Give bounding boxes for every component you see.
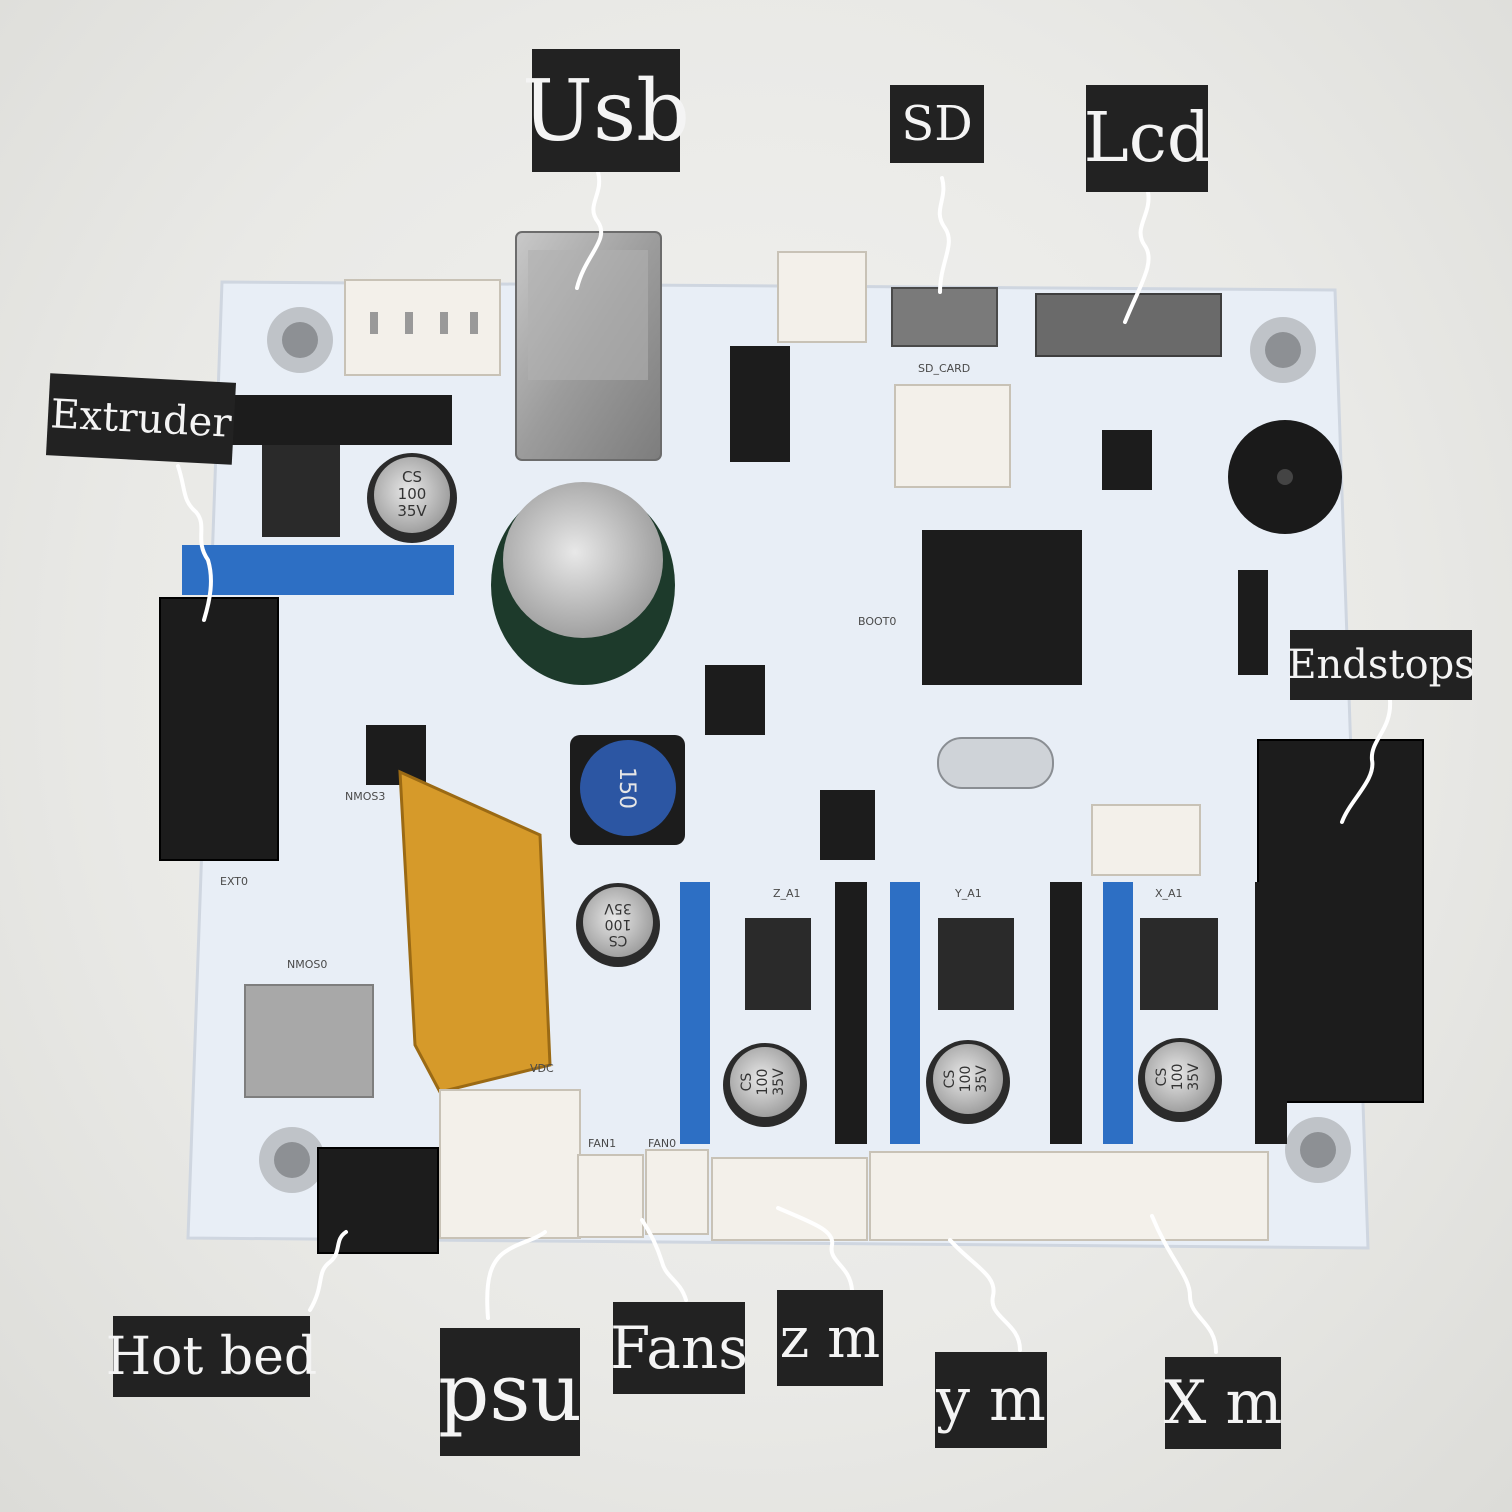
capacitor-c13 xyxy=(576,883,660,967)
usb-b-port xyxy=(515,231,662,461)
extruder-connector xyxy=(159,597,279,861)
inductor-marking: 150 xyxy=(614,767,639,809)
cap-marking-x: CS 100 35V xyxy=(1154,1063,1202,1091)
nmos3-mosfet xyxy=(366,725,426,785)
extruder-label: Extruder xyxy=(45,373,237,465)
svg-text:35V: 35V xyxy=(397,502,427,520)
cap-marking-z: CS 100 35V xyxy=(739,1068,787,1096)
silk-z-a1: Z_A1 xyxy=(773,887,801,900)
mcu-chip xyxy=(922,530,1082,685)
psu-connector xyxy=(439,1089,581,1239)
blue-header-e xyxy=(182,545,454,595)
silk-nmos3: NMOS3 xyxy=(345,790,385,803)
cap-marking-y: CS 100 35V xyxy=(942,1065,990,1093)
lcd-ribbon-connector xyxy=(1035,293,1222,357)
silk-boot0: BOOT0 xyxy=(858,615,896,628)
hot-bed-connector xyxy=(317,1147,439,1254)
silk-x-a1: X_A1 xyxy=(1155,887,1183,900)
xy-motor-connector xyxy=(869,1151,1269,1241)
h5-connector xyxy=(1091,804,1201,876)
ic1-chip xyxy=(705,665,765,735)
z-motor-label: z m xyxy=(777,1290,883,1386)
small-capacitor-e xyxy=(367,453,457,543)
svg-text:35V: 35V xyxy=(771,1068,787,1096)
top-2pin-connector xyxy=(777,251,867,343)
extruder-black-header xyxy=(232,395,452,445)
z-driver-socket xyxy=(680,882,867,1144)
svg-text:CS: CS xyxy=(942,1070,958,1089)
fans-label: Fans xyxy=(610,1302,748,1394)
y-driver-socket xyxy=(890,882,1082,1144)
silk-y-a1: Y_A1 xyxy=(954,887,982,900)
endstops-label: Endstops xyxy=(1287,630,1475,700)
svg-text:CS: CS xyxy=(402,468,422,486)
svg-text:CS: CS xyxy=(609,932,628,948)
silk-ext0: EXT0 xyxy=(220,875,248,888)
x-driver-socket xyxy=(1103,882,1287,1144)
svg-text:35V: 35V xyxy=(604,900,632,916)
silk-fan1: FAN1 xyxy=(588,1137,616,1150)
mid-3pin-connector xyxy=(894,384,1011,488)
top-4pin-connector xyxy=(344,279,501,376)
ic6-chip xyxy=(730,346,790,462)
y-motor-label: y m xyxy=(935,1352,1047,1448)
fan0-connector xyxy=(645,1149,709,1235)
ic4-chip xyxy=(1102,430,1152,490)
x-motor-label: X m xyxy=(1164,1357,1282,1449)
svg-text:100: 100 xyxy=(755,1069,771,1096)
mounting-hole-bl xyxy=(259,1127,325,1193)
silk-vdc: VDC xyxy=(530,1062,554,1075)
fuse-amber xyxy=(398,769,552,1094)
mounting-hole-tr xyxy=(1250,317,1316,383)
ic2-regulator xyxy=(820,790,875,860)
svg-text:100: 100 xyxy=(605,916,632,932)
svg-text:35V: 35V xyxy=(974,1065,990,1093)
psu-label: psu xyxy=(438,1328,582,1456)
silk-fan0: FAN0 xyxy=(648,1137,676,1150)
jumper-block-e xyxy=(262,445,340,537)
main-capacitor xyxy=(491,482,675,685)
nmos0-pad xyxy=(244,984,374,1098)
svg-text:CS: CS xyxy=(1154,1068,1170,1087)
fan1-connector xyxy=(577,1154,644,1238)
svg-text:100: 100 xyxy=(958,1066,974,1093)
usb-label: Usb xyxy=(522,49,690,172)
z-motor-connector xyxy=(711,1157,868,1241)
endstop-header-small xyxy=(1238,570,1268,675)
cap-marking-e: CS 100 35V xyxy=(397,468,427,520)
mounting-hole-br xyxy=(1285,1117,1351,1183)
svg-text:100: 100 xyxy=(1170,1064,1186,1091)
annotation-arrows xyxy=(176,170,1393,1354)
lcd-label: Lcd xyxy=(1084,85,1210,192)
hot-bed-label: Hot bed xyxy=(106,1316,317,1397)
svg-text:35V: 35V xyxy=(1186,1063,1202,1091)
silk-nmos0: NMOS0 xyxy=(287,958,327,971)
buzzer xyxy=(1228,420,1342,534)
sd-label: SD xyxy=(890,85,984,163)
svg-text:100: 100 xyxy=(398,485,427,503)
silk-sd-card: SD_CARD xyxy=(918,362,970,375)
cap-marking-c13: CS 100 35V xyxy=(604,900,632,948)
sd-card-slot xyxy=(891,287,998,347)
inductor-150 xyxy=(570,735,685,845)
crystal xyxy=(937,737,1054,789)
svg-text:CS: CS xyxy=(739,1073,755,1092)
mounting-hole-tl xyxy=(267,307,333,373)
